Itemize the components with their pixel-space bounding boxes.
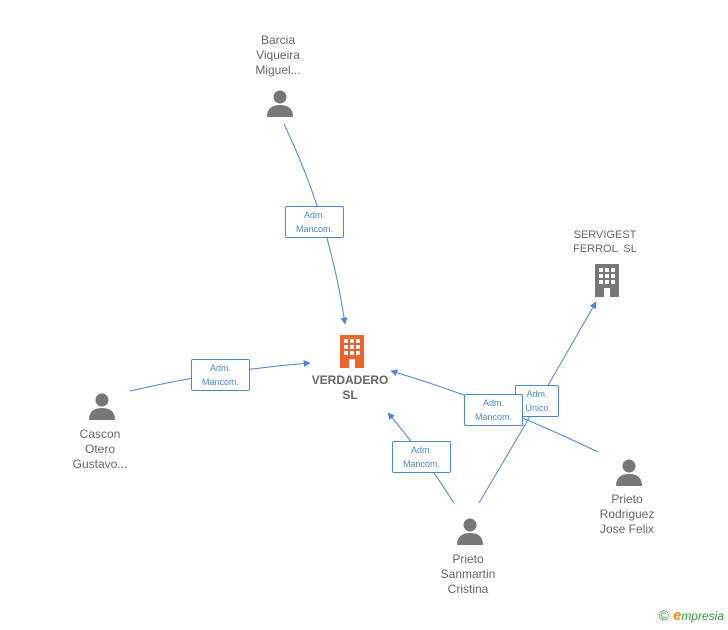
node-label-line: Jose Felix (599, 522, 655, 536)
node-label-line: Cristina (447, 582, 489, 596)
node-label-barcia[interactable]: Barcia Viqueira Miguel... (230, 33, 326, 78)
node-label-line: VERDADERO (311, 373, 389, 387)
brand-logo-text: mpresia (681, 609, 724, 623)
node-label-servigest[interactable]: SERVIGEST FERROL SL (555, 228, 655, 256)
node-label-line: Prieto (452, 552, 484, 566)
node-label-line: SERVIGEST (573, 229, 637, 241)
edge-label-line: Unico (525, 403, 549, 413)
edge-label-line: Mancom. (474, 412, 512, 422)
node-label-line: Otero (84, 442, 115, 456)
edge-label-line: Adm. (209, 363, 231, 373)
node-label-verdadero[interactable]: VERDADERO SL (300, 373, 400, 403)
node-label-prieto-rodriguez[interactable]: Prieto Rodriguez Jose Felix (579, 492, 675, 537)
copyright-symbol: © (658, 607, 669, 623)
edge-label-cascon-verdadero[interactable]: Adm. Mancom. (191, 359, 250, 391)
edge-label-line: Mancom. (201, 377, 239, 387)
building-icon[interactable] (336, 333, 368, 369)
copyright-mark: ©empresia (659, 607, 724, 624)
edge-label-line: Mancom. (295, 224, 333, 234)
node-label-line: Cascon (79, 427, 121, 441)
node-label-line: SL (342, 388, 358, 402)
person-icon[interactable] (615, 457, 643, 487)
node-label-line: Prieto (611, 492, 643, 506)
node-label-line: Barcia (260, 33, 295, 47)
person-icon[interactable] (88, 391, 116, 421)
node-label-line: Sanmartin (440, 567, 496, 581)
node-label-line: Viqueira (256, 48, 300, 62)
edge-label-line: Adm. (410, 445, 432, 455)
node-label-line: Rodriguez (599, 507, 655, 521)
node-label-cascon[interactable]: Cascon Otero Gustavo... (52, 427, 148, 472)
node-label-line: Gustavo... (72, 457, 128, 471)
edge-label-line: Mancom. (402, 459, 440, 469)
edge-label-barcia-verdadero[interactable]: Adm. Mancom. (285, 206, 344, 238)
edge-label-sanmartin-verdadero[interactable]: Adm. Mancom. (392, 441, 451, 473)
edge-label-line: Adm. (303, 210, 325, 220)
node-label-line: FERROL SL (573, 243, 637, 255)
person-icon[interactable] (456, 516, 484, 546)
edge-label-line: Adm. (526, 389, 548, 399)
brand-logo-initial: e (672, 607, 682, 624)
node-label-line: Miguel... (255, 63, 301, 77)
edge-label-rodriguez-verdadero[interactable]: Adm. Mancom. (464, 394, 523, 426)
person-icon[interactable] (266, 88, 294, 118)
node-label-prieto-sanmartin[interactable]: Prieto Sanmartin Cristina (420, 552, 516, 597)
building-icon[interactable] (591, 262, 623, 298)
edge-label-line: Adm. (482, 398, 504, 408)
